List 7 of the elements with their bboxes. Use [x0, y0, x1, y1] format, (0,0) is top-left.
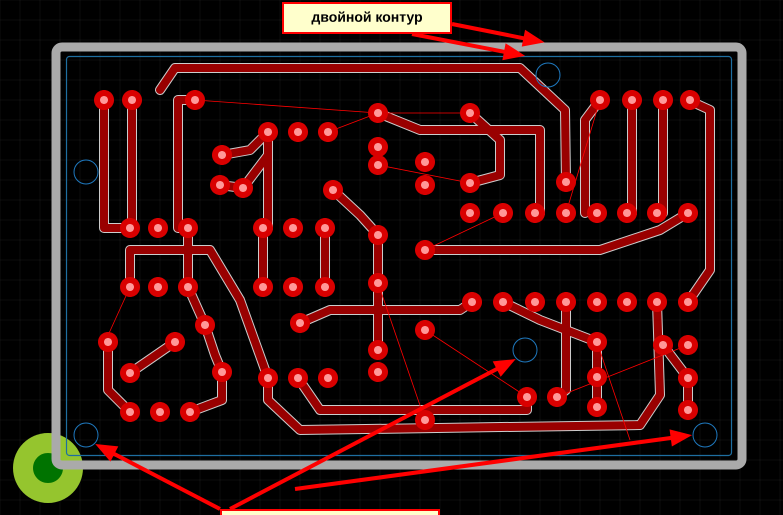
mounting-hole — [74, 422, 98, 448]
mounting-hole — [512, 338, 538, 362]
mounting-hole — [692, 422, 718, 448]
mounting-hole — [74, 160, 98, 184]
mounting-hole — [536, 62, 560, 88]
callout-box — [220, 509, 440, 515]
callout-box: двойной контур — [282, 2, 452, 34]
